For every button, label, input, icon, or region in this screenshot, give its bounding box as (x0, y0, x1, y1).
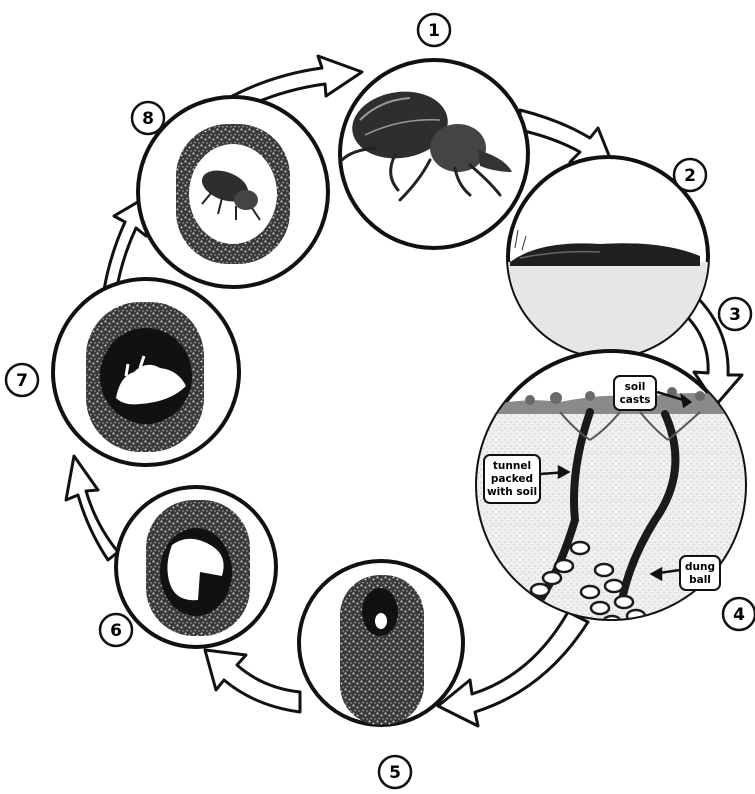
badge-6: 6 (100, 614, 132, 646)
arrow-5-to-6 (205, 650, 300, 712)
badge-1: 1 (418, 14, 450, 46)
stage-7-panel (53, 279, 239, 465)
brood-ball-egg-icon (340, 575, 424, 725)
stage-8-panel (138, 97, 328, 287)
stage-1-panel (340, 60, 528, 248)
brood-ball-larva-icon (146, 500, 250, 636)
dung-ball-line-2: ball (689, 574, 711, 586)
badge-2: 2 (674, 159, 706, 191)
badge-7: 7 (6, 364, 38, 396)
stage-6-panel (116, 487, 276, 647)
tunnel-line-2: packed (491, 473, 533, 485)
brood-ball-adult-icon (176, 124, 290, 264)
badge-4: 4 (723, 598, 755, 630)
badge-4-text: 4 (733, 605, 745, 625)
tunnel-line-3: with soil (487, 486, 537, 498)
badge-1-text: 1 (428, 21, 440, 41)
soil-casts-line-1: soil (625, 381, 646, 393)
burrow-section-icon (470, 387, 755, 630)
badge-5: 5 (379, 756, 411, 788)
badge-3-text: 3 (729, 305, 741, 325)
label-soil-casts: soil casts (614, 376, 656, 410)
dung-ball-line-1: dung (685, 561, 715, 573)
tunnel-line-1: tunnel (493, 460, 531, 472)
badge-3: 3 (719, 298, 751, 330)
badge-6-text: 6 (110, 621, 122, 641)
label-dung-ball: dung ball (680, 556, 720, 590)
badge-7-text: 7 (16, 371, 28, 391)
badge-5-text: 5 (389, 763, 401, 783)
badge-2-text: 2 (684, 166, 696, 186)
badge-8: 8 (132, 102, 164, 134)
badge-8-text: 8 (142, 109, 154, 129)
arrow-6-to-7 (66, 456, 118, 560)
soil-casts-line-2: casts (620, 394, 651, 406)
label-tunnel: tunnel packed with soil (484, 455, 540, 503)
stage-5-panel (299, 561, 463, 725)
brood-ball-pupa-icon (86, 302, 204, 452)
